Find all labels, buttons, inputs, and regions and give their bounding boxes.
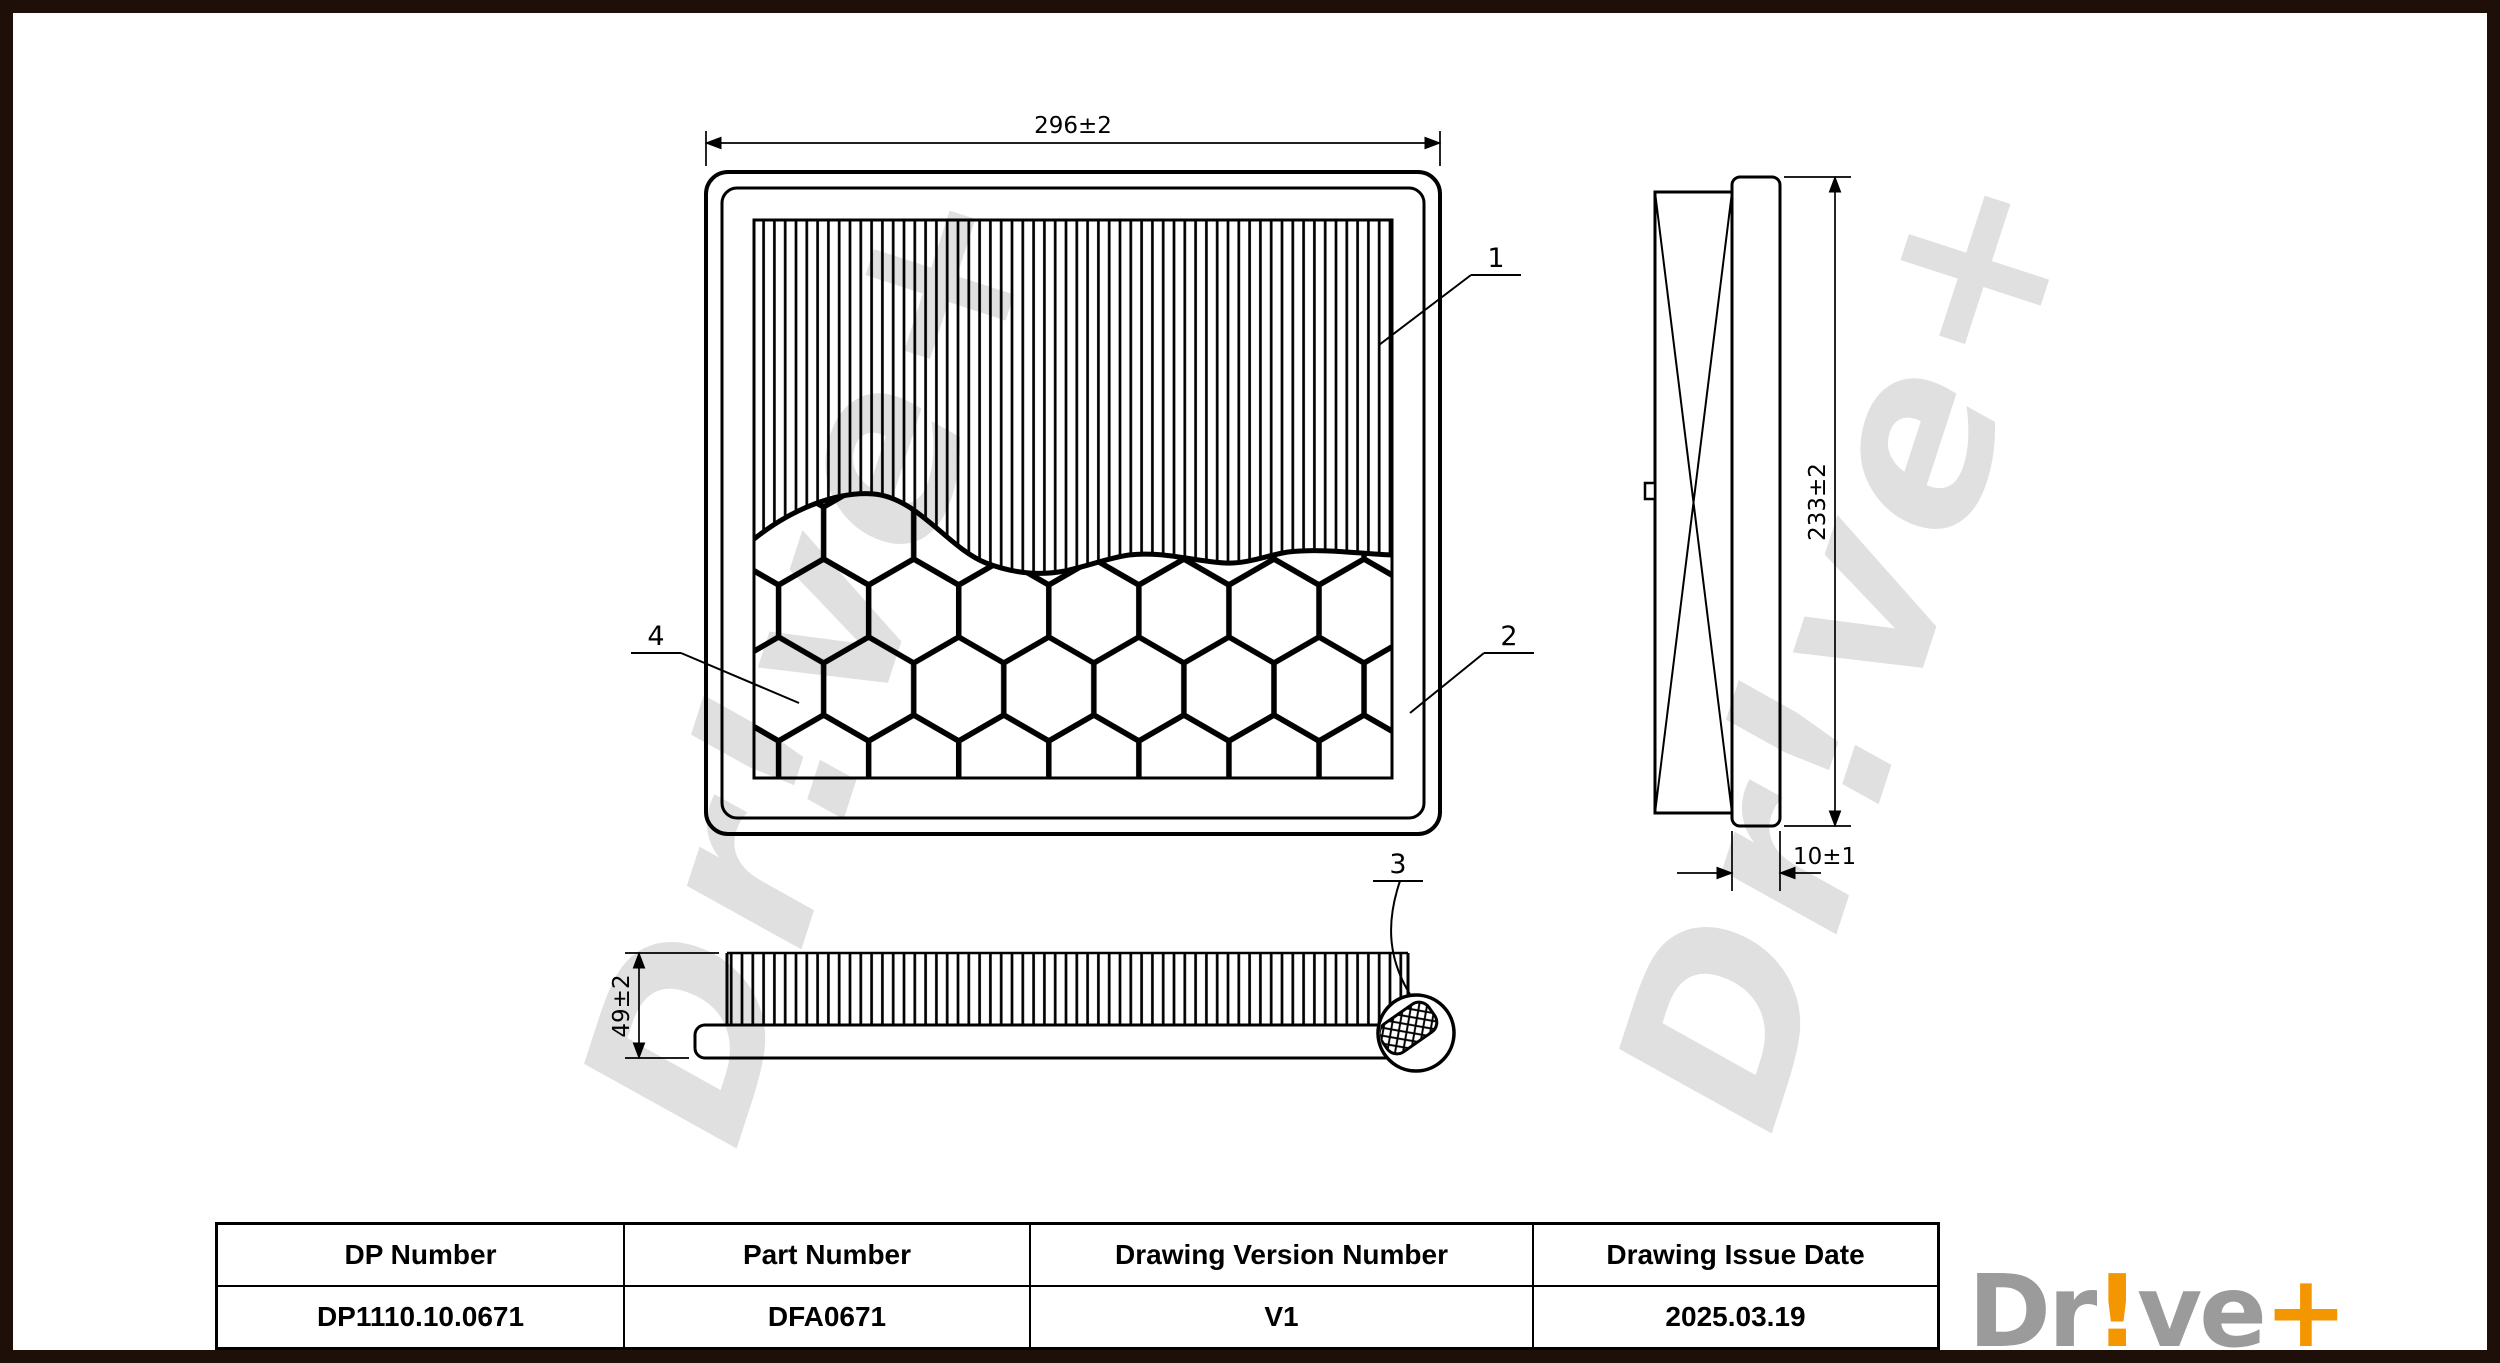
media-border xyxy=(752,218,1394,780)
tb-value-drawing-version: V1 xyxy=(1030,1286,1533,1348)
tb-header-dp-number: DP Number xyxy=(217,1224,624,1286)
tb-header-issue-date: Drawing Issue Date xyxy=(1533,1224,1938,1286)
title-block: DP Number Part Number Drawing Version Nu… xyxy=(215,1222,1940,1350)
side-view xyxy=(1643,175,1782,828)
dim-bheight-label: 49±2 xyxy=(609,974,635,1037)
side-cross-2 xyxy=(1654,191,1733,814)
callout-2-number: 2 xyxy=(1500,621,1517,652)
logo-plus: + xyxy=(2263,1253,2348,1363)
bottom-pleats xyxy=(727,953,1408,1025)
callout-3-leader xyxy=(1390,880,1412,997)
callout-1-number: 1 xyxy=(1487,243,1504,274)
tb-value-issue-date: 2025.03.19 xyxy=(1533,1286,1938,1348)
side-notch xyxy=(1643,481,1657,501)
technical-drawing: 296±2 233±2 10±1 49±2 1 2 4 3 xyxy=(609,113,1856,1073)
callout-1-leader xyxy=(1378,274,1472,346)
callout-3-number: 3 xyxy=(1389,849,1406,880)
logo-exclamation: ! xyxy=(2094,1253,2140,1363)
tb-header-drawing-version: Drawing Version Number xyxy=(1030,1224,1533,1286)
dim-height-label: 233±2 xyxy=(1805,463,1831,541)
callout-4-leader xyxy=(680,652,800,704)
dim-depth-label: 10±1 xyxy=(1793,844,1856,870)
logo-middle: ve xyxy=(2136,1253,2267,1363)
side-flange xyxy=(1730,175,1782,828)
bottom-base-plate xyxy=(693,1023,1439,1060)
tear-line xyxy=(752,491,1393,576)
filter-outer-frame xyxy=(704,170,1442,836)
detail-bubble-outline xyxy=(1376,993,1456,1073)
tb-value-part-number: DFA0671 xyxy=(624,1286,1030,1348)
detail-mesh xyxy=(1380,1000,1439,1056)
tb-header-part-number: Part Number xyxy=(624,1224,1030,1286)
front-view xyxy=(704,170,1442,836)
tb-value-dp-number: DP1110.10.0671 xyxy=(217,1286,624,1348)
filter-inner-frame xyxy=(720,186,1426,820)
bottom-view xyxy=(693,951,1456,1073)
dimensions xyxy=(625,131,1851,1060)
pleated-media xyxy=(754,220,1392,574)
brand-logo: Dr!ve+ xyxy=(1968,1253,2348,1363)
callout-4-number: 4 xyxy=(647,621,664,652)
logo-prefix: Dr xyxy=(1968,1253,2097,1363)
callouts xyxy=(631,274,1534,997)
callout-2-leader xyxy=(1409,652,1485,714)
dim-width-label: 296±2 xyxy=(1034,113,1112,139)
